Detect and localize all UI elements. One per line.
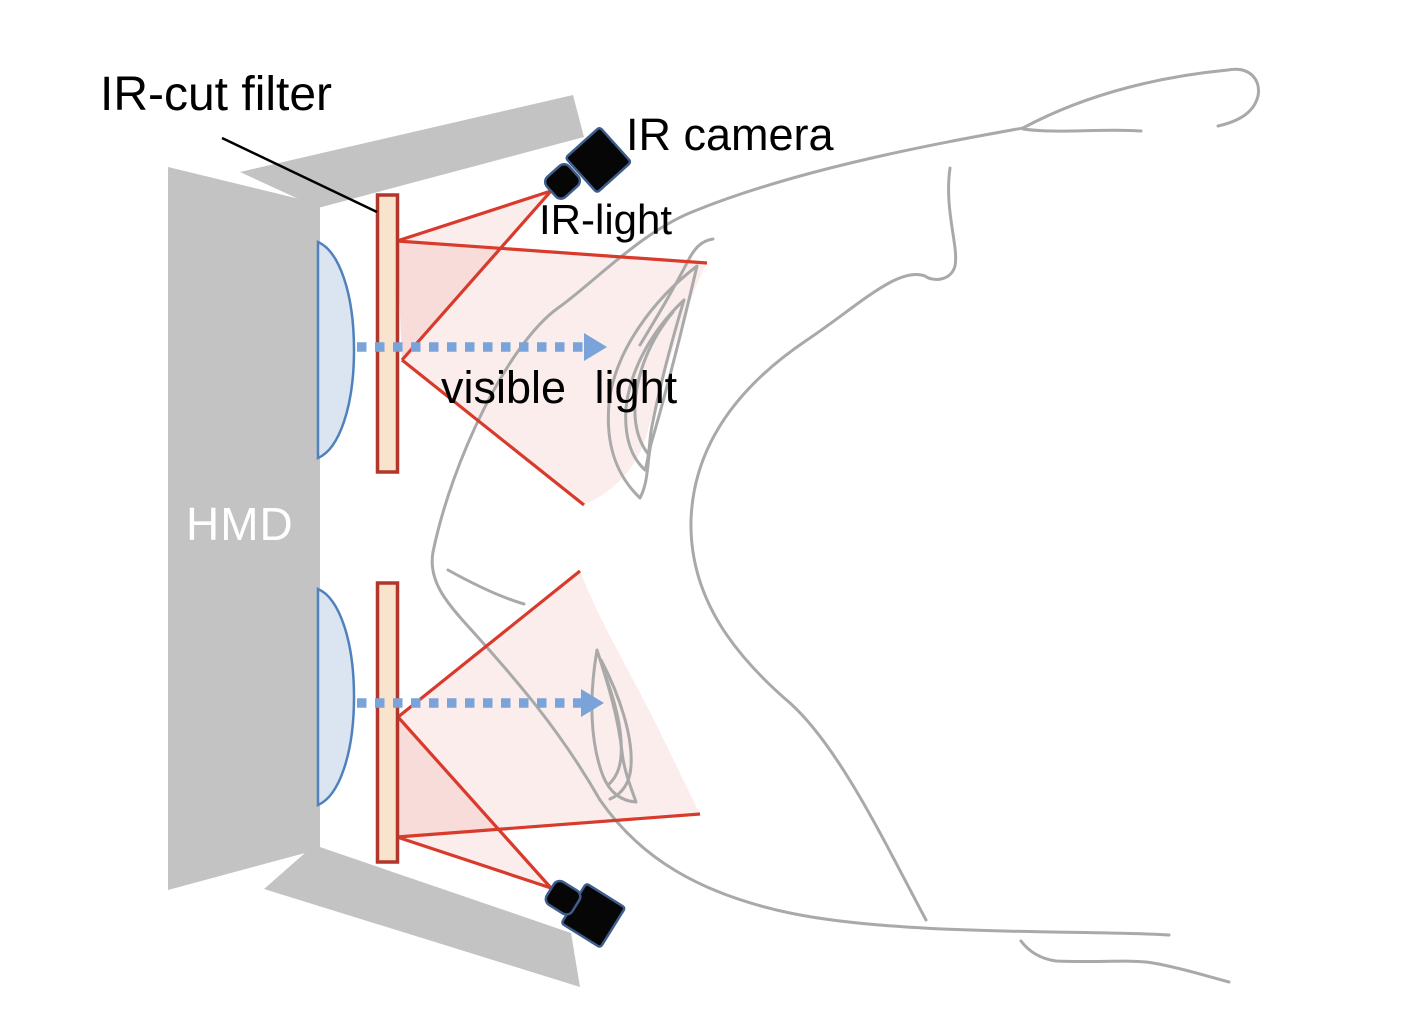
hmd-label: HMD <box>186 498 294 550</box>
visible-light-arrow-bottom-icon <box>357 689 604 717</box>
eye-bottom-icon <box>590 648 638 804</box>
camera-lens-bottom <box>544 879 582 916</box>
eye-top-icon <box>606 264 699 500</box>
visible-light-arrowhead-bottom <box>581 689 604 717</box>
brow-line-top <box>638 237 715 347</box>
face-outline-icon <box>430 67 1260 984</box>
ray-bottom-reflected-upper <box>396 569 582 719</box>
eye-top-inner <box>633 310 675 457</box>
label-pointer-line-icon <box>221 136 378 214</box>
lens-top-icon <box>316 240 356 460</box>
ir-camera-bottom-icon <box>544 879 626 948</box>
brow-line-bottom <box>446 568 526 606</box>
hmd-bottom-strap <box>264 845 580 987</box>
visible-light-arrowhead-top <box>584 333 607 361</box>
ir-cut-filter-bottom-icon <box>375 581 400 864</box>
ray-top-camera-to-filter-upper <box>396 189 552 243</box>
ray-top-reflected-lower <box>401 358 585 507</box>
hmd-body-icon <box>168 95 584 987</box>
reflected-cone-top <box>397 241 707 505</box>
visible-light-arrow-top-icon <box>357 333 607 361</box>
ray-top-reflected-upper <box>396 239 708 265</box>
face-chin-line <box>1019 939 1231 984</box>
camera-lens-top <box>543 162 582 200</box>
ir-cut-filter-label: IR-cut filter <box>100 68 333 121</box>
camera-body-top <box>565 127 632 193</box>
ray-top-camera-to-filter-lower <box>400 189 553 362</box>
eye-bottom-inner <box>603 672 623 787</box>
ir-light-rays <box>396 189 708 890</box>
ir-camera-top-icon <box>543 127 632 200</box>
lens-bottom-icon <box>316 587 356 807</box>
ray-bottom-reflected-lower <box>396 812 701 839</box>
face-nose-side-arc <box>689 166 958 922</box>
ir-camera-label: IR camera <box>626 109 834 160</box>
ir-cut-filter-top-icon <box>375 193 400 474</box>
ray-bottom-camera-to-filter-lower <box>396 835 552 890</box>
face-profile-sweep <box>430 67 1260 937</box>
eye-bottom-middle <box>599 658 633 801</box>
eye-top-outer <box>606 264 699 500</box>
visible-light-label: visible light <box>441 362 678 413</box>
eye-top-middle <box>624 298 686 472</box>
hmd-top-strap <box>240 95 584 208</box>
hmd-main-block <box>168 167 320 890</box>
ir-light-cone-bottom-icon <box>397 571 699 888</box>
reflected-cone-bottom <box>397 571 699 837</box>
ir-light-label: IR-light <box>539 196 673 243</box>
ray-bottom-camera-to-filter-upper <box>396 715 553 890</box>
face-under-nose-line <box>1021 127 1143 133</box>
